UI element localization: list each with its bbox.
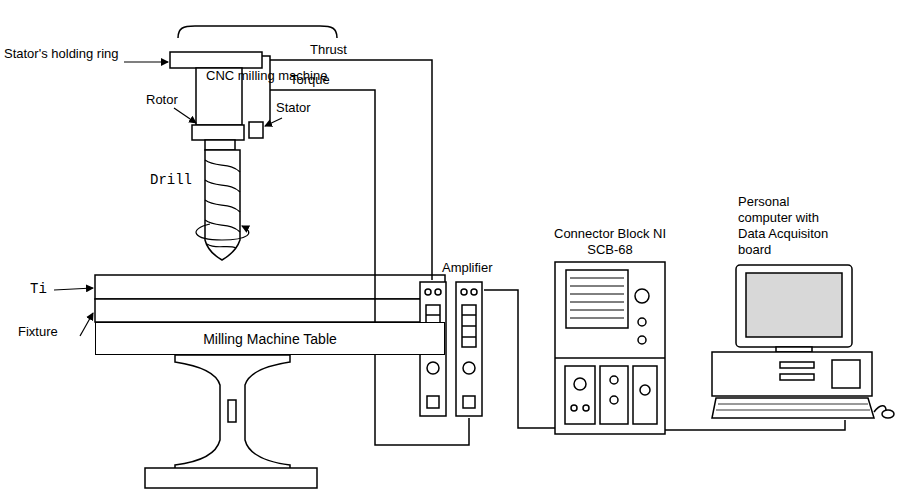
drill-body xyxy=(205,150,240,260)
bracket xyxy=(178,26,337,38)
signal-wire xyxy=(270,60,432,280)
unit-heading: Amplifier xyxy=(442,260,493,276)
signal-label: Torque xyxy=(290,72,330,88)
stator-arm xyxy=(262,56,270,122)
signal-wire xyxy=(270,90,469,445)
part-label: Stator's holding ring xyxy=(4,46,126,62)
personal-computer xyxy=(712,265,894,418)
signal-label: Thrust xyxy=(310,42,347,58)
stator-holding-ring xyxy=(170,52,262,68)
part-label: Fixture xyxy=(18,324,58,340)
pedestal-base xyxy=(145,468,317,488)
fixture xyxy=(95,299,445,322)
connector-block: Connector Block NI SCB-68 xyxy=(555,262,665,434)
machine-table-box: Milling Machine Table xyxy=(95,322,445,355)
connector-block-unit xyxy=(555,262,665,434)
part-label: Stator xyxy=(276,100,311,116)
pedestal-slot xyxy=(228,400,236,422)
unit-heading: Personal computer with Data Acquisiton b… xyxy=(738,194,842,258)
signal-wire xyxy=(665,420,845,430)
computer-box: Personal computer with Data Acquisiton b… xyxy=(712,263,874,420)
stator xyxy=(249,122,263,138)
titanium-plate xyxy=(95,275,445,299)
rotation-arrow xyxy=(196,224,249,240)
table-pedestal xyxy=(175,355,290,470)
spindle-head: CNC milling machine xyxy=(170,50,270,142)
signal-wire xyxy=(484,290,555,428)
unit-heading: Connector Block NI SCB-68 xyxy=(551,226,669,258)
part-label: Rotor xyxy=(146,92,178,108)
drill-chuck xyxy=(205,140,235,150)
part-label: Drill xyxy=(150,172,192,188)
leader-arrows xyxy=(54,62,282,336)
rotor xyxy=(192,125,244,140)
box-label: Milling Machine Table xyxy=(203,331,337,347)
part-label: Ti xyxy=(30,281,47,297)
drill-flutes xyxy=(205,160,240,248)
